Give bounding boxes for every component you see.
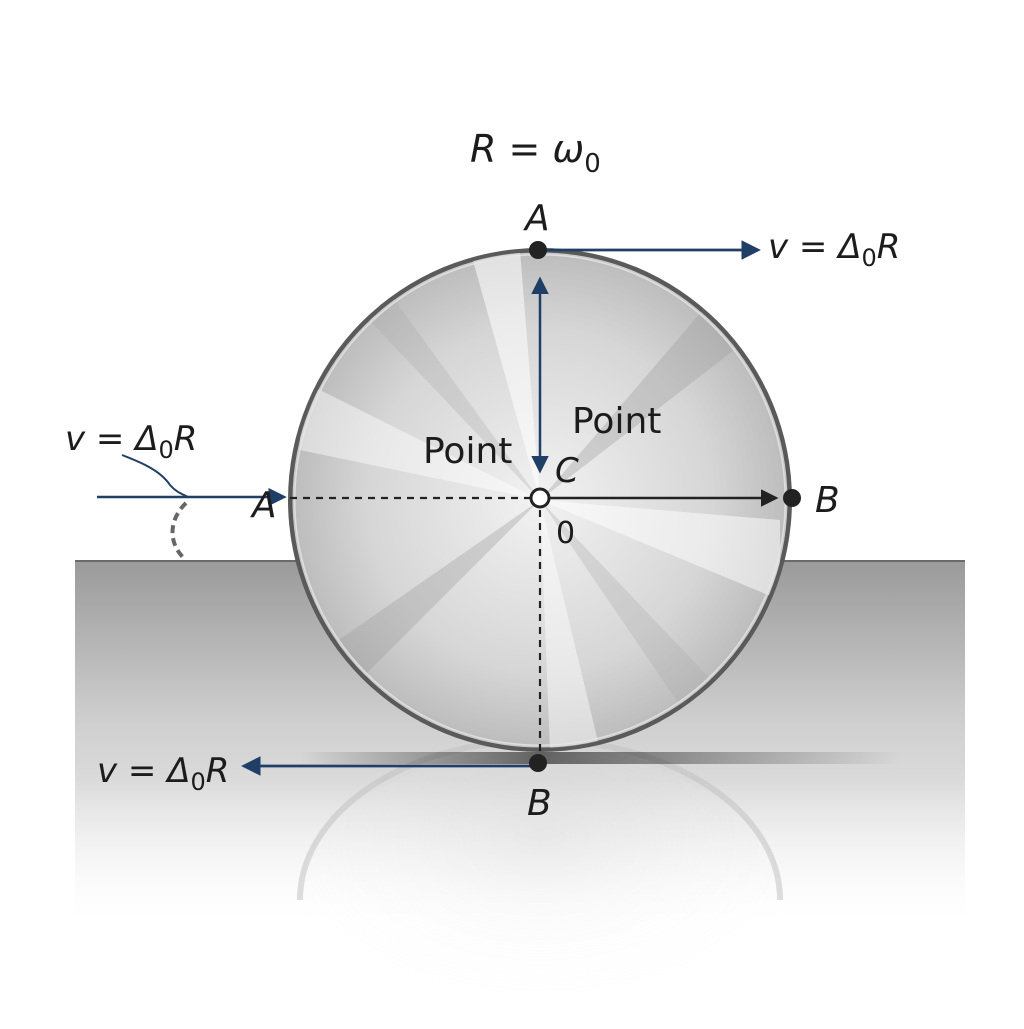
- label-point-word-left: Point: [423, 431, 512, 472]
- velocity-label-left: v = Δ0R: [65, 419, 197, 464]
- velocity-label-bottom: v = Δ0R: [97, 751, 229, 796]
- top-formula: R = ω0: [470, 127, 601, 179]
- label-center-zero: 0: [556, 516, 575, 551]
- label-point-right: B: [815, 480, 840, 521]
- label-point-word-right: Point: [572, 401, 661, 442]
- velocity-label-top: v = Δ0R: [768, 227, 900, 272]
- disk-brushed-highlights: [300, 252, 780, 748]
- label-center-letter: C: [555, 451, 579, 491]
- dashed-arc-left: [170, 501, 188, 562]
- leader-curve-left: [121, 454, 189, 498]
- label-point-top: A: [523, 198, 550, 239]
- point-center: [529, 487, 551, 509]
- point-top: [529, 241, 547, 259]
- point-bottom: [529, 754, 547, 772]
- contact-shadow: [300, 752, 900, 764]
- label-point-left: A: [250, 485, 277, 526]
- point-right: [783, 489, 801, 507]
- label-point-bottom: B: [527, 783, 552, 824]
